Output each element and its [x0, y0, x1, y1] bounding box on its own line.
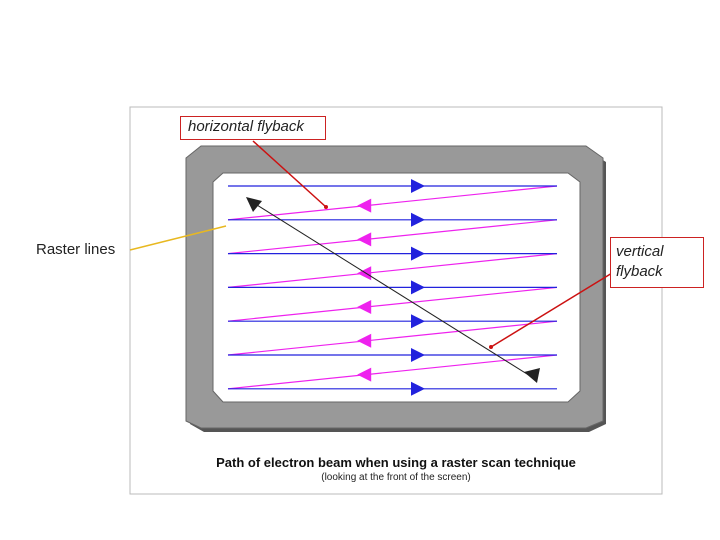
- horizontal-flyback-label: horizontal flyback: [180, 116, 326, 140]
- flyback-arrowhead: [357, 232, 372, 247]
- vertical-flyback-pointer: [490, 269, 618, 348]
- horizontal-flyback-line: [227, 253, 558, 288]
- raster-lines-group: [227, 179, 558, 396]
- flyback-arrowhead: [357, 367, 372, 382]
- flyback-arrowhead: [357, 300, 372, 315]
- horizontal-flyback-line: [227, 354, 558, 390]
- scan-arrowhead: [411, 348, 425, 362]
- horizontal-flyback-line: [227, 219, 558, 255]
- horizontal-flyback-pointer: [252, 140, 327, 208]
- vertical-flyback-line: [248, 199, 536, 380]
- vertical-flyback-end-arrowhead: [524, 368, 540, 383]
- pointer-lines-group: [129, 140, 618, 349]
- scan-arrowhead: [411, 381, 425, 396]
- flyback-arrowhead: [357, 198, 372, 213]
- horizontal-flyback-line: [227, 320, 558, 356]
- raster-lines-pointer: [129, 225, 227, 251]
- caption-title: Path of electron beam when using a raste…: [216, 455, 576, 470]
- caption-subtitle: (looking at the front of the screen): [321, 472, 471, 483]
- horizontal-flyback-pointer-dot: [324, 205, 328, 209]
- flyback-arrowhead: [357, 266, 372, 281]
- raster-lines-label: Raster lines: [36, 241, 116, 258]
- vertical-flyback-start-arrowhead: [246, 197, 262, 212]
- vertical-flyback-label: vertical flyback: [610, 237, 704, 288]
- scan-arrowhead: [411, 314, 425, 329]
- horizontal-flyback-line: [227, 286, 558, 322]
- vertical-flyback-pointer-dot: [489, 345, 493, 349]
- flyback-arrowhead: [357, 333, 372, 348]
- horizontal-flyback-line: [227, 185, 558, 221]
- scan-arrowhead: [411, 212, 425, 227]
- scan-arrowhead: [411, 246, 425, 261]
- scan-arrowhead: [411, 179, 425, 193]
- scan-arrowhead: [411, 280, 425, 295]
